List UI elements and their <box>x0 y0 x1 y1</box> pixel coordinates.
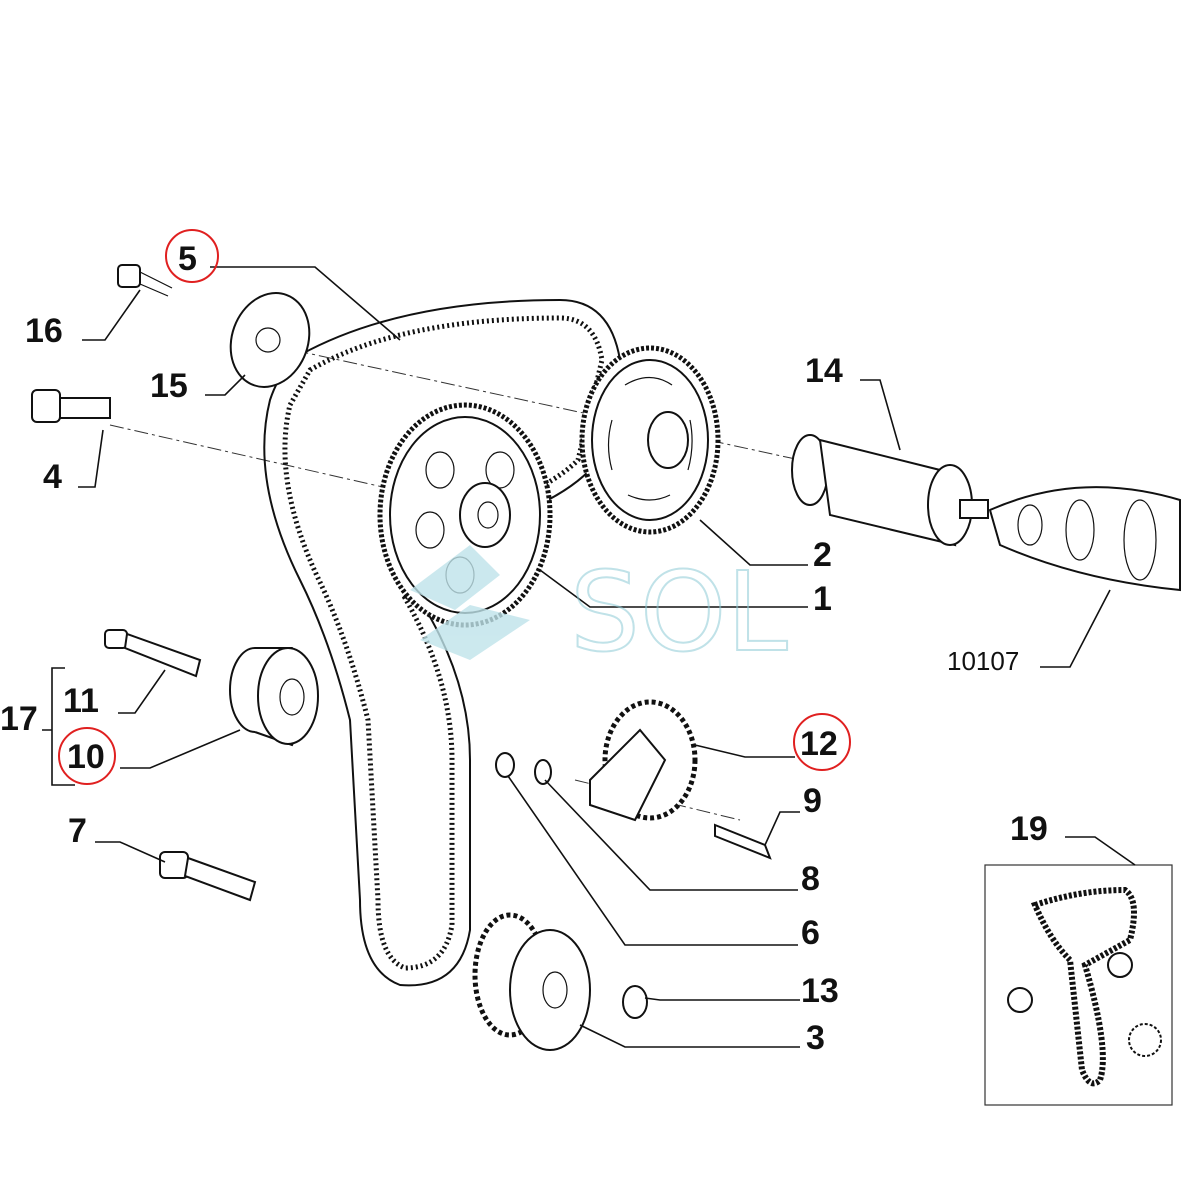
callout-15: 15 <box>150 367 188 405</box>
kit-inset-19 <box>984 864 1173 1106</box>
highlight-circle-12 <box>793 713 851 771</box>
callout-17: 17 <box>0 700 38 738</box>
bolt-9 <box>714 823 772 860</box>
plate-15 <box>229 292 311 388</box>
callout-10: 10 <box>67 738 105 776</box>
callout-19: 19 <box>1010 810 1048 848</box>
callout-7: 7 <box>68 812 87 850</box>
bolt-11 <box>104 629 202 678</box>
watermark-text: SOL <box>570 548 788 676</box>
camshaft-pulley-2 <box>579 345 721 535</box>
callout-9: 9 <box>803 782 822 820</box>
camshaft-pulley-1 <box>377 402 553 628</box>
callout-3: 3 <box>806 1019 825 1057</box>
highlight-circle-10 <box>58 727 116 785</box>
washer-8 <box>534 759 552 785</box>
washer-13 <box>622 985 648 1019</box>
callout-11: 11 <box>63 682 99 720</box>
nut-6 <box>495 752 515 778</box>
tensioner-12 <box>589 699 698 822</box>
callout-4: 4 <box>43 458 62 496</box>
bolt-4 <box>31 389 111 423</box>
callout-5: 5 <box>178 240 197 278</box>
callout-16: 16 <box>25 312 63 350</box>
callout-6: 6 <box>801 914 820 952</box>
bolt-7 <box>159 851 257 902</box>
callout-13: 13 <box>801 972 839 1010</box>
callout-10107: 10107 <box>947 646 1019 676</box>
sensor-14 <box>791 434 989 547</box>
callout-8: 8 <box>801 860 820 898</box>
axis-line <box>269 344 801 461</box>
callout-12: 12 <box>800 725 838 763</box>
idler-pulley-10 <box>229 647 319 747</box>
callout-1: 1 <box>813 580 832 618</box>
camshaft-10107 <box>988 486 1181 592</box>
bolt-16 <box>117 264 173 297</box>
callout-labels: 5 16 15 4 14 2 1 10107 11 17 10 12 9 8 7… <box>0 240 1048 1057</box>
leader-lines <box>42 266 1136 1048</box>
callout-14: 14 <box>805 352 843 390</box>
timing-belt <box>263 298 622 987</box>
highlight-circle-5 <box>165 229 219 283</box>
crank-pulley-3 <box>472 912 591 1051</box>
watermark: SOL <box>410 545 789 677</box>
callout-2: 2 <box>813 536 832 574</box>
